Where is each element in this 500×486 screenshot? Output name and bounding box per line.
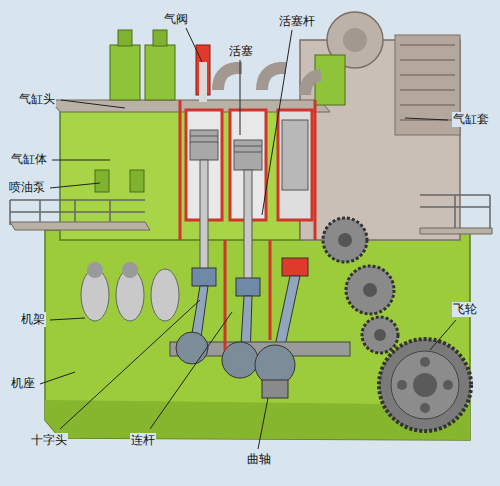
leader-lines: [40, 28, 456, 449]
part-label: 连杆: [130, 433, 156, 448]
part-label: 机架: [20, 312, 46, 327]
part-label: 飞轮: [452, 302, 478, 317]
part-label: 喷油泵: [8, 180, 46, 195]
part-label: 气缸体: [10, 152, 48, 167]
part-label: 机座: [10, 376, 36, 391]
part-label: 气阀: [163, 12, 189, 27]
part-label: 气缸头: [18, 92, 56, 107]
part-label: 活塞: [228, 44, 254, 59]
part-label: 十字头: [30, 433, 68, 448]
part-label: 活塞杆: [278, 14, 316, 29]
part-label: 曲轴: [246, 452, 272, 467]
part-label: 气缸套: [452, 112, 490, 127]
